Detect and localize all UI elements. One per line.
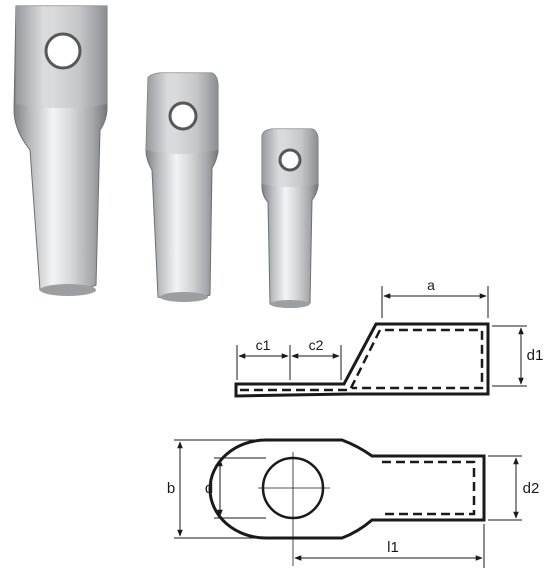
side-view-drawing	[234, 286, 527, 398]
side-profile-hidden-line	[240, 328, 484, 392]
label-d: d	[205, 480, 213, 497]
lug-large	[13, 5, 108, 296]
top-view-drawing	[174, 438, 522, 568]
lug-large-bolt-hole	[44, 32, 82, 70]
lug-medium-bolt-hole	[168, 101, 198, 131]
label-a: a	[427, 277, 435, 293]
side-profile-outline	[234, 322, 490, 398]
label-d2: d2	[523, 480, 540, 497]
top-barrel-hidden-line	[382, 460, 476, 516]
label-d1: d1	[527, 347, 544, 364]
top-profile-outline	[208, 438, 486, 540]
label-c2: c2	[309, 337, 324, 353]
lug-medium	[145, 72, 219, 302]
label-c1: c1	[256, 337, 271, 353]
lug-small-bolt-hole	[278, 148, 302, 172]
lug-photo	[13, 5, 319, 308]
label-l1: l1	[387, 539, 399, 556]
lug-small	[261, 128, 319, 308]
label-b: b	[167, 480, 175, 497]
